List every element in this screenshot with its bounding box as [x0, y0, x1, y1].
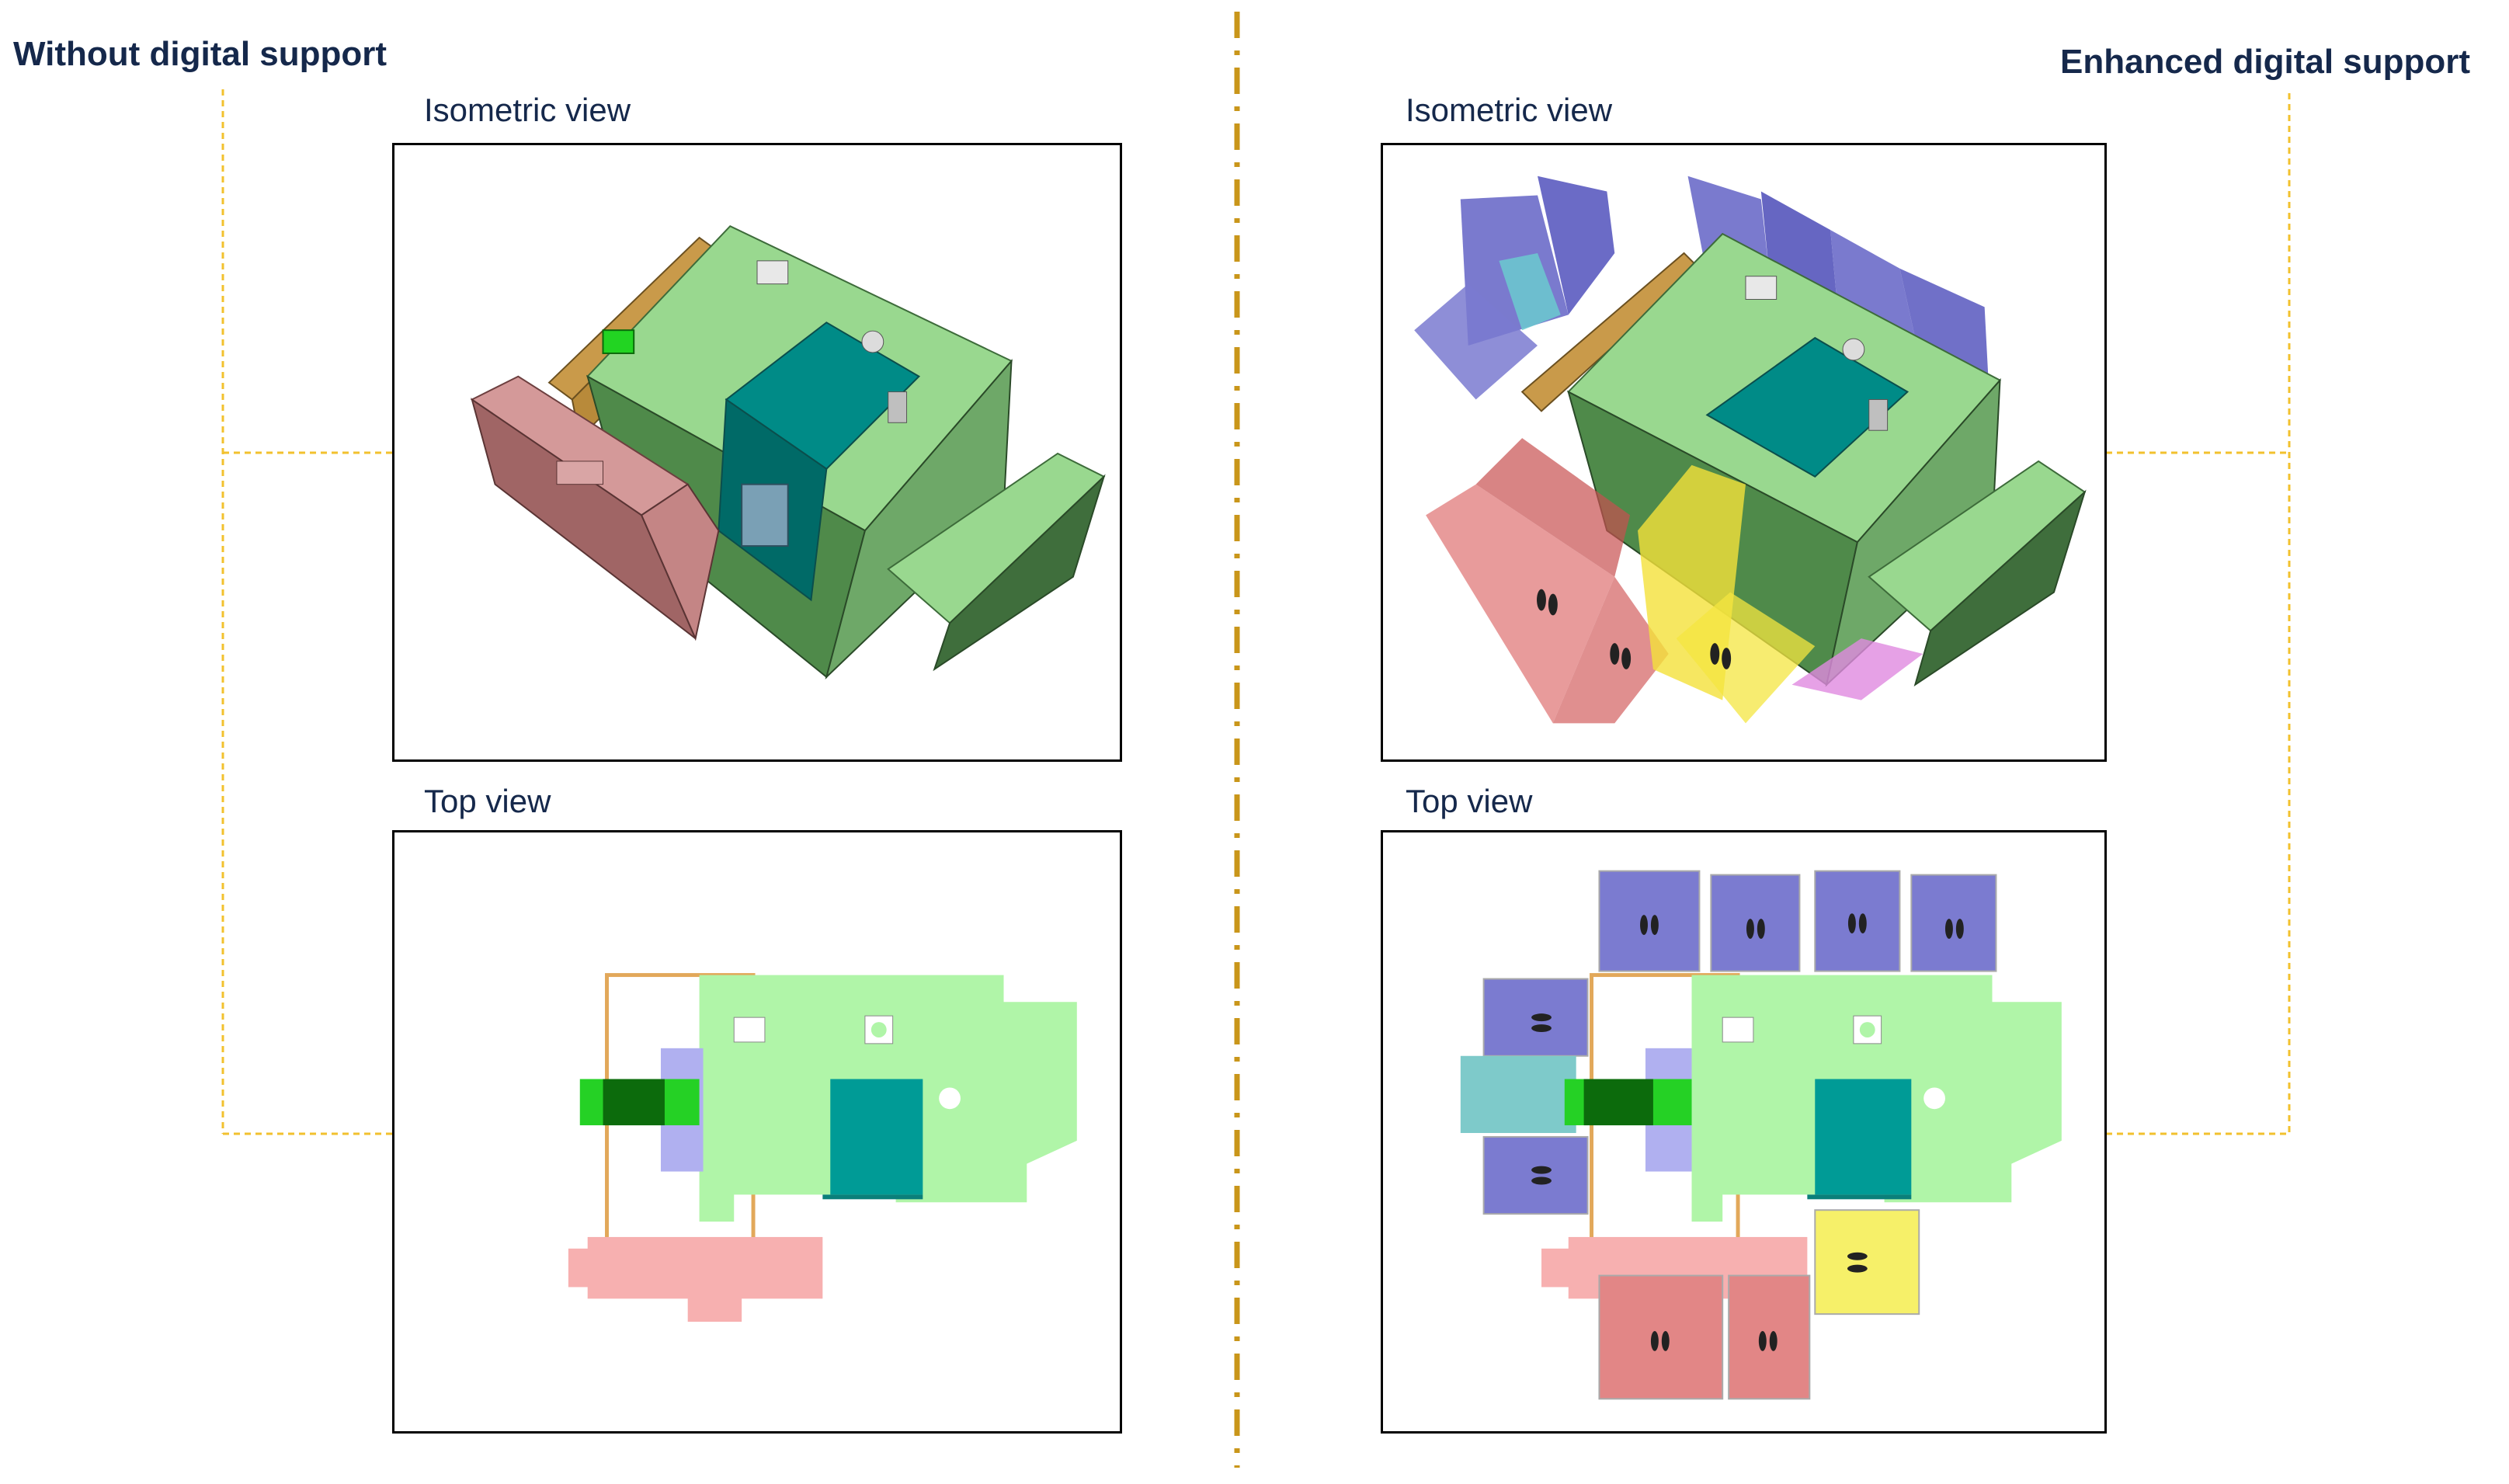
- right-top-render: [1460, 870, 2062, 1400]
- left-isometric-label: Isometric view: [424, 92, 631, 128]
- right-bracket: [2106, 93, 2291, 1135]
- right-isometric-label: Isometric view: [1406, 92, 1613, 128]
- left-isometric-frame: [392, 143, 1122, 762]
- left-isometric-render: [470, 225, 1106, 679]
- right-top-frame: [1381, 830, 2107, 1434]
- right-top-label: Top view: [1406, 783, 1533, 819]
- right-heading: Enhanced digital support: [2060, 43, 2471, 81]
- left-top-frame: [392, 830, 1122, 1434]
- left-top-label: Top view: [424, 783, 551, 819]
- right-isometric-frame: [1381, 143, 2107, 762]
- right-isometric-render: [1414, 176, 2087, 724]
- left-heading: Without digital support: [13, 35, 387, 73]
- left-bracket: [221, 89, 392, 1135]
- left-top-render: [568, 973, 1077, 1322]
